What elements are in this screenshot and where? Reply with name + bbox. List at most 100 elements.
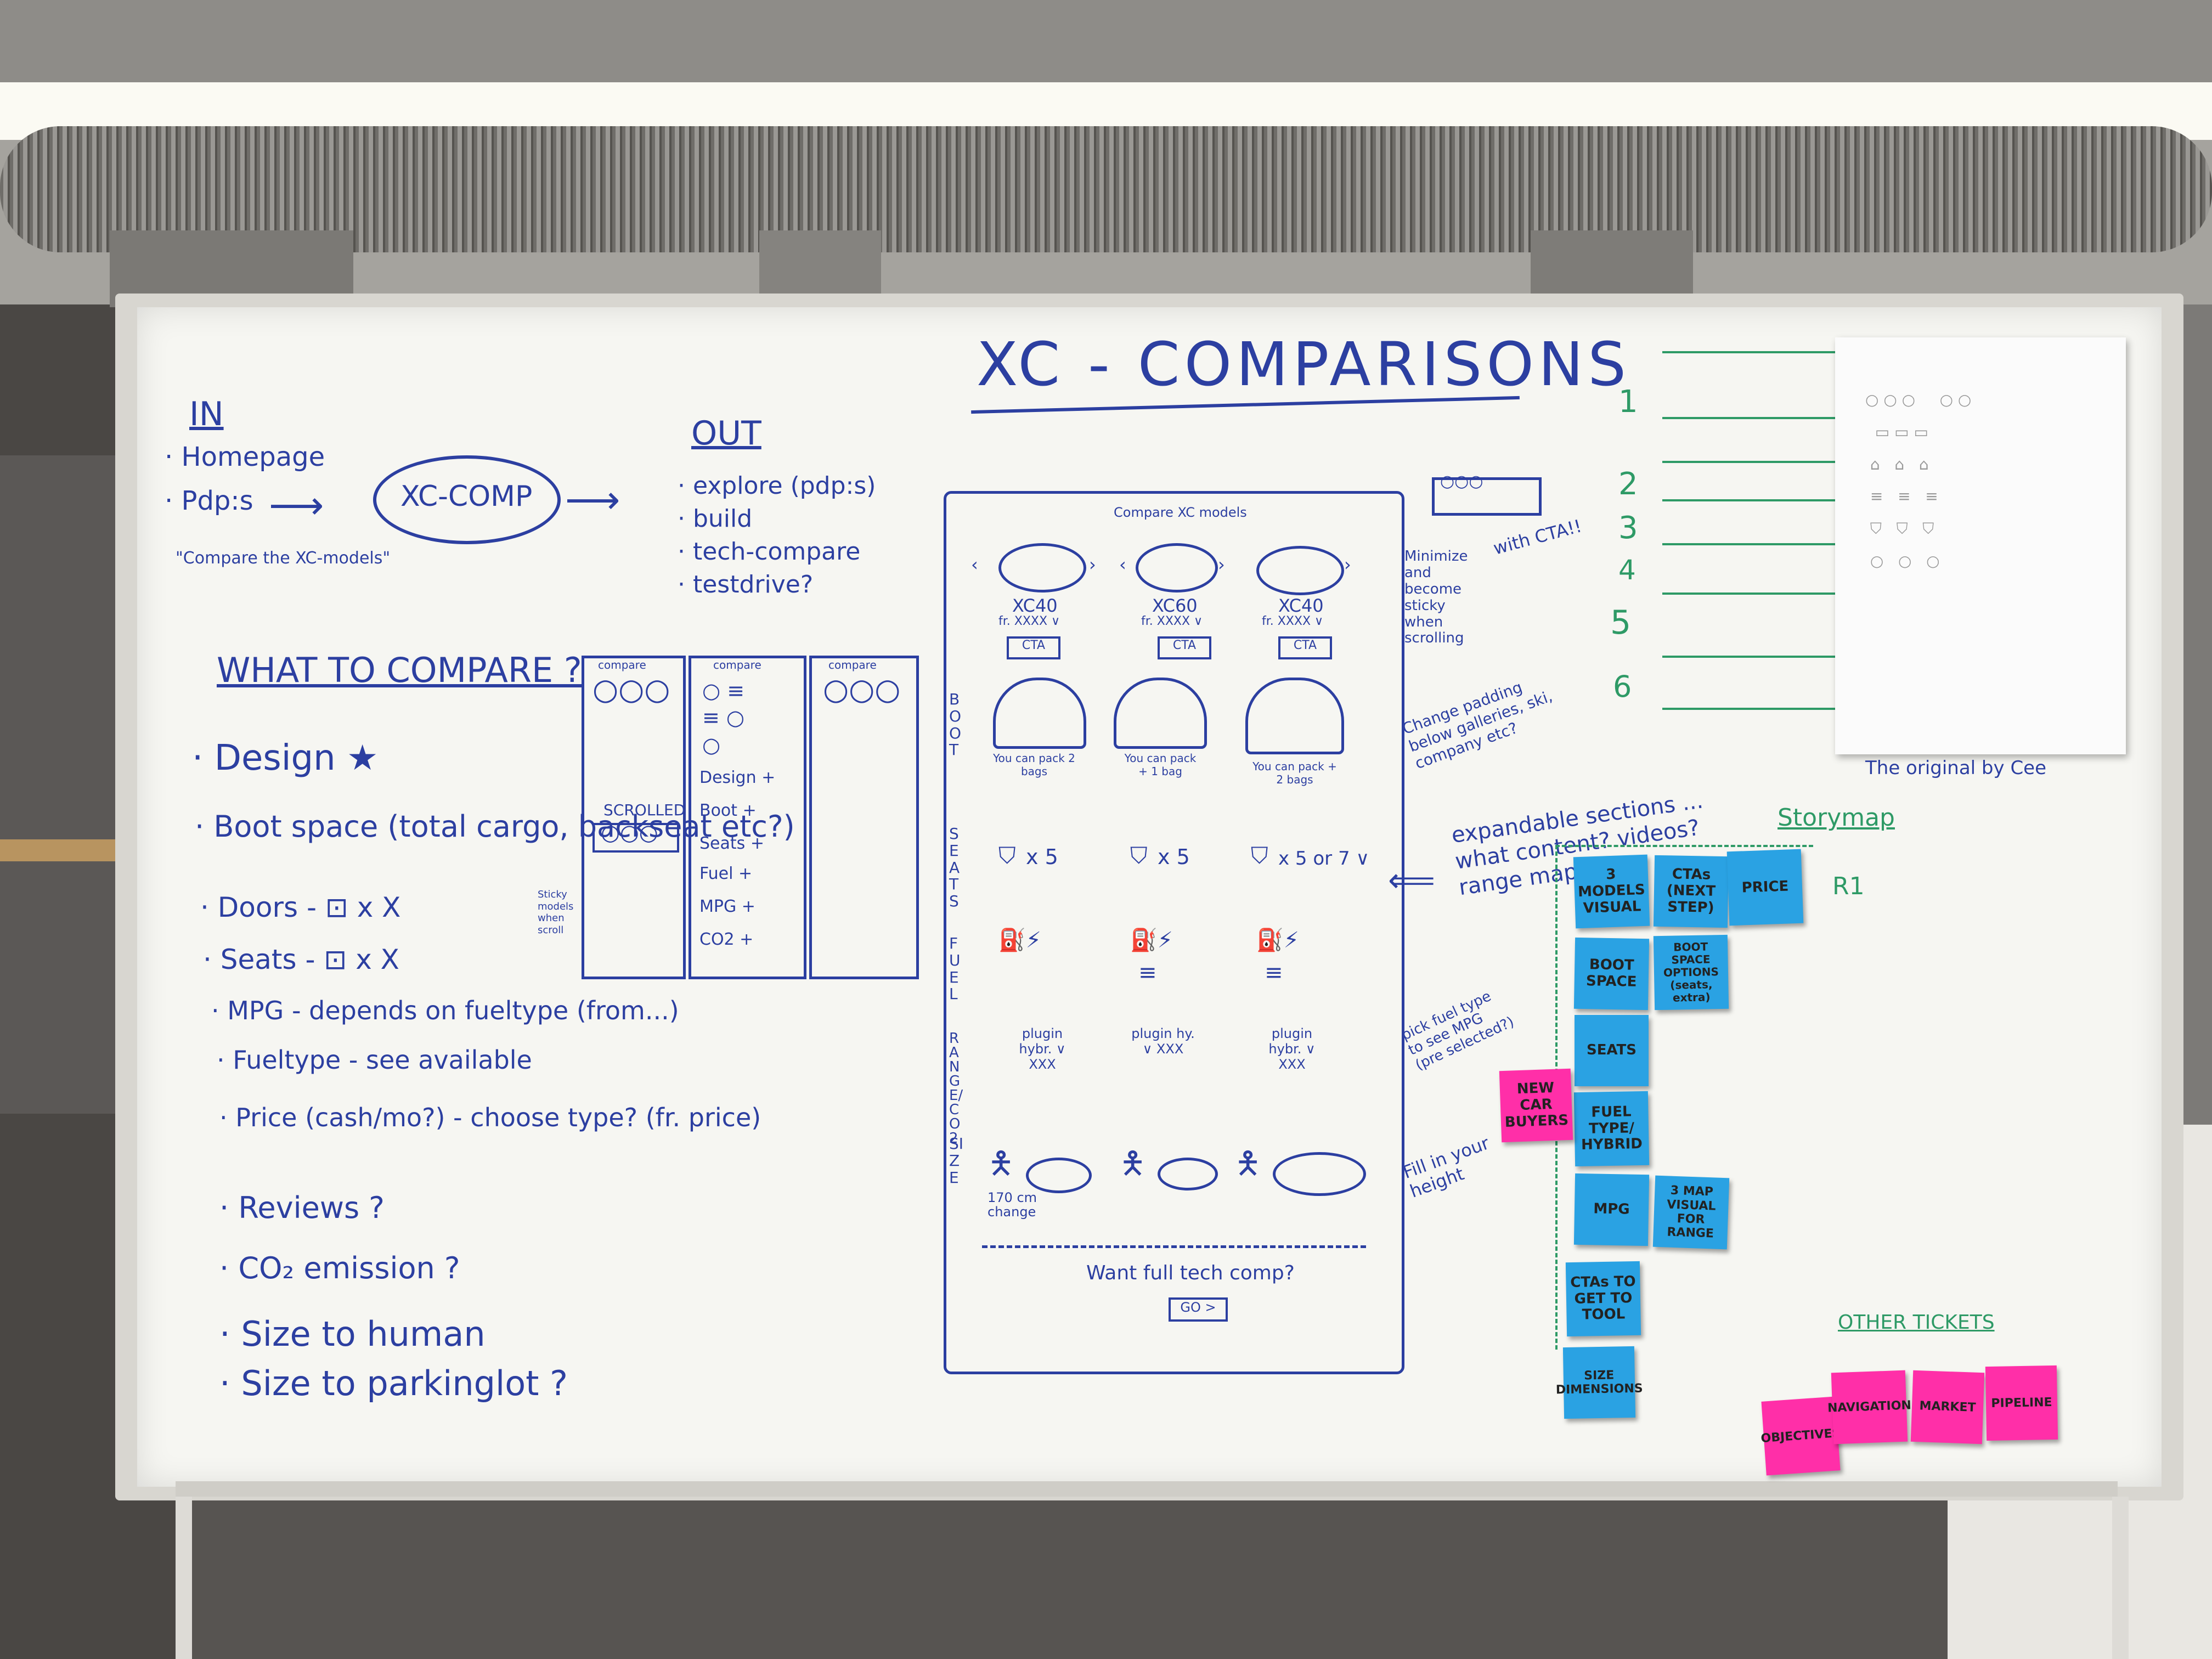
out-item-explore: · explore (pdp:s) [678, 472, 876, 500]
paper-caption: The original by Cee [1865, 757, 2047, 779]
fuel-list-icon: ≡ [1265, 960, 1283, 985]
sticky-size-dimensions: SIZE DIMENSIONS [1556, 1346, 1643, 1419]
sticky-ctas-to-tool: CTAs TO GET TO TOOL [1565, 1261, 1641, 1337]
seat-icon: ⛉ [998, 842, 1016, 869]
model-name-2: XC60 [1152, 595, 1198, 616]
mini-wireframe-label-1: compare [598, 658, 646, 672]
mini-list-seats: Seats + [699, 834, 764, 853]
number-2: 2 [1618, 466, 1638, 502]
compare-item-reviews: · Reviews ? [219, 1190, 385, 1225]
sticky-price: PRICE [1726, 849, 1804, 926]
list-line-4 [1662, 543, 1843, 545]
boot-sketch-3 [1245, 678, 1344, 754]
fuel-icons-3: ⛽⚡ [1256, 928, 1299, 953]
whiteboard-tray [176, 1481, 2118, 1497]
number-1: 1 [1618, 384, 1638, 420]
arrow-left-icon: ⟸ [1388, 861, 1436, 900]
lower-panel [176, 1492, 1948, 1659]
list-line-6 [1662, 708, 1843, 710]
in-item-homepage: · Homepage [165, 442, 325, 472]
sticky-pipeline: PIPELINE [1985, 1365, 2058, 1441]
chevron-right-icon: › [1344, 554, 1351, 575]
side-label-boot: BOOT [949, 690, 962, 759]
xc-comp-ellipse [373, 455, 561, 544]
range-value-3: plugin hybr. ∨ XXX [1268, 1026, 1316, 1072]
compare-item-co2: · CO₂ emission ? [219, 1251, 460, 1285]
main-wireframe [944, 491, 1404, 1374]
model-oval-2 [1136, 543, 1218, 592]
side-label-size: SIZE [949, 1135, 964, 1187]
seats-value-3: x 5 or 7 ∨ [1278, 848, 1370, 870]
stick-figure-icon: 🯅 [988, 1146, 1015, 1181]
compare-item-fueltype: · Fueltype - see available [217, 1045, 532, 1075]
mini-list-co2: CO2 + [699, 930, 754, 949]
number-6: 6 [1613, 669, 1632, 704]
list-line-2 [1662, 461, 1843, 463]
compare-item-design: · Design ★ [192, 738, 379, 778]
mini-wireframe-label-2: compare [713, 658, 761, 672]
in-item-pdps: · Pdp:s [165, 486, 253, 516]
mini-wireframe-1 [582, 656, 686, 979]
other-tickets-heading: OTHER TICKETS [1838, 1311, 1995, 1334]
fuel-list-icon: ≡ [1138, 960, 1157, 985]
scrolled-sticky-ovals: ○○○ [601, 820, 658, 845]
model-price-3: fr. XXXX ∨ [1262, 614, 1324, 628]
in-heading: IN [189, 395, 224, 433]
list-line-1a [1662, 351, 1843, 353]
model-price-1: fr. XXXX ∨ [998, 614, 1060, 628]
sticky-new-car-buyers: NEW CAR BUYERS [1499, 1068, 1573, 1143]
model-oval-3 [1256, 546, 1344, 595]
side-label-fuel: FUEL [949, 934, 961, 1003]
list-line-5 [1662, 592, 1843, 595]
arrow-right-icon: ⟶ [269, 483, 324, 528]
seats-value-2: x 5 [1158, 845, 1190, 869]
out-item-testdrive: · testdrive? [678, 571, 814, 599]
whiteboard-leg-left [176, 1497, 192, 1659]
mini-list-boot: Boot + [699, 801, 757, 820]
background-room-left [0, 455, 137, 1114]
boot-sketch-2 [1114, 678, 1207, 749]
number-4: 4 [1618, 554, 1636, 586]
size-height-note: 170 cm change [988, 1190, 1037, 1220]
scrolled-label: SCROLLED [603, 801, 686, 819]
compare-item-size-human: · Size to human [219, 1314, 486, 1354]
compare-item-size-parking: · Size to parkinglot ? [219, 1363, 568, 1403]
fuel-icons-1: ⛽⚡ [998, 928, 1041, 953]
sticky-fuel-type-hybrid: FUEL TYPE/ HYBRID [1573, 1091, 1650, 1167]
list-line-3 [1662, 499, 1843, 501]
compare-item-doors: · Doors - ⊡ x X [200, 891, 401, 923]
list-line-1b [1662, 417, 1843, 419]
paper-sketch-contents: ○ ○ ○ ○ ○ ▭ ▭ ▭ ⌂ ⌂ ⌂ ≡ ≡ ≡ ⛉ ⛉ ⛉ ○ ○ ○ [1865, 391, 1972, 570]
board-title: XC - COMPARISONS [977, 329, 1631, 399]
scrolled-sticky-bar [592, 823, 679, 853]
number-3: 3 [1618, 510, 1638, 546]
seat-icon: ⛉ [1130, 842, 1148, 869]
sticky-seats: SEATS [1575, 1015, 1649, 1086]
boot-sketch-1 [993, 678, 1086, 749]
in-item-quote: "Compare the XC-models" [176, 549, 391, 568]
what-to-compare-heading: WHAT TO COMPARE ? [217, 650, 582, 690]
arrow-right-icon: ⟶ [565, 477, 620, 522]
model-name-1: XC40 [1012, 595, 1058, 616]
stick-figure-icon: 🯅 [1119, 1146, 1147, 1181]
mini-list-mpg: MPG + [699, 897, 755, 916]
mini-wireframe-3 [809, 656, 919, 979]
sticky-three-models-visual: 3 MODELS VISUAL [1573, 854, 1650, 929]
release-r1-label: R1 [1832, 872, 1865, 900]
taped-paper-sketch [1835, 337, 2126, 754]
release-line-top [1555, 845, 1813, 847]
boot-text-3: You can pack + 2 bags [1252, 760, 1337, 786]
sticky-ctas-next-step: CTAs (NEXT STEP) [1653, 855, 1729, 928]
wireframe-divider [982, 1245, 1366, 1248]
footer-question: Want full tech comp? [1086, 1262, 1295, 1284]
mini-wireframe-label-3: compare [828, 658, 877, 672]
model-price-2: fr. XXXX ∨ [1141, 614, 1203, 628]
sticky-boot-space: BOOT SPACE [1573, 937, 1650, 1011]
compare-item-boot-space: · Boot space (total cargo, backseat etc?… [195, 809, 795, 844]
car-top-1 [1026, 1158, 1092, 1193]
storymap-heading: Storymap [1778, 804, 1895, 832]
ceiling [0, 0, 2212, 82]
wireframe-header: Compare XC models [1114, 505, 1247, 520]
boot-text-2: You can pack + 1 bag [1124, 752, 1197, 778]
mini-wireframe-ovals-1: ○○○ [592, 672, 670, 707]
